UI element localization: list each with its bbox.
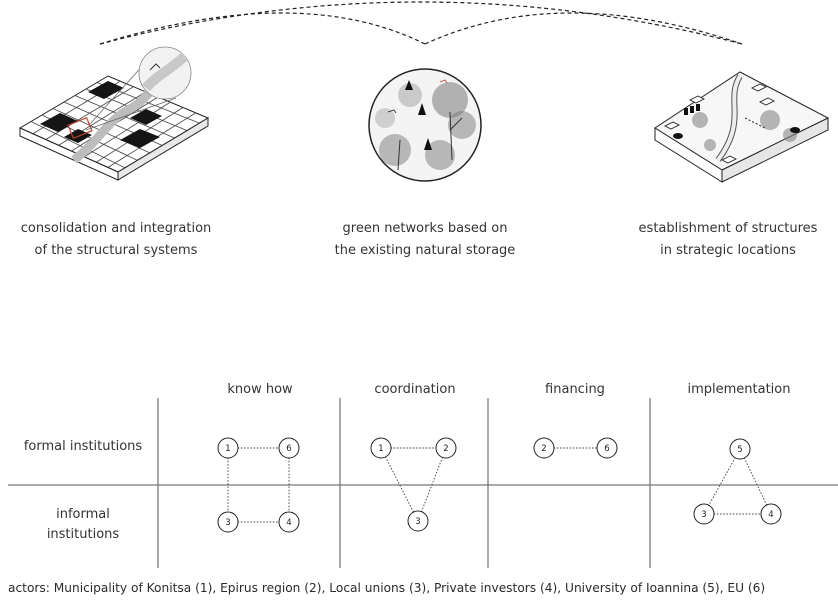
caption-line: establishment of structures xyxy=(638,221,818,236)
node-know-how-4: 4 xyxy=(278,511,300,533)
column-header-coordination: coordination xyxy=(374,382,456,397)
node-implementation-5: 5 xyxy=(729,438,751,460)
svg-text:2: 2 xyxy=(541,444,546,454)
node-know-how-1: 1 xyxy=(217,437,239,459)
caption-line: the existing natural storage xyxy=(334,243,516,258)
svg-text:5: 5 xyxy=(737,445,742,455)
node-coordination-2: 2 xyxy=(435,437,457,459)
svg-text:4: 4 xyxy=(768,510,773,520)
node-know-how-6: 6 xyxy=(278,437,300,459)
strategy-caption-structures: establishment of structures in strategic… xyxy=(618,218,838,262)
svg-text:3: 3 xyxy=(415,517,420,527)
node-financing-2: 2 xyxy=(533,437,555,459)
node-coordination-3: 3 xyxy=(407,510,429,532)
column-header-financing: financing xyxy=(545,382,605,397)
green-network-illustration xyxy=(368,68,482,182)
node-implementation-4: 4 xyxy=(760,503,782,525)
svg-text:6: 6 xyxy=(286,444,291,454)
node-financing-6: 6 xyxy=(596,437,618,459)
node-know-how-3: 3 xyxy=(217,511,239,533)
arc-center-right xyxy=(424,12,743,45)
structural-grid-illustration xyxy=(18,46,210,181)
node-coordination-1: 1 xyxy=(370,437,392,459)
caption-line: of the structural systems xyxy=(34,243,198,258)
strategic-structures-illustration xyxy=(654,71,830,183)
svg-text:6: 6 xyxy=(604,444,609,454)
svg-text:2: 2 xyxy=(443,444,448,454)
row-header-formal: formal institutions xyxy=(23,439,143,454)
highlight-marker xyxy=(67,116,93,140)
row-header-informal: informal institutions xyxy=(8,505,158,545)
caption-line: consolidation and integration xyxy=(20,221,212,236)
caption-line: green networks based on xyxy=(342,221,508,236)
svg-text:1: 1 xyxy=(378,444,383,454)
column-header-know-how: know how xyxy=(227,382,293,397)
connection-arcs xyxy=(99,1,743,45)
column-header-implementation: implementation xyxy=(687,382,791,397)
svg-text:3: 3 xyxy=(701,510,706,520)
matrix-grid xyxy=(8,398,838,568)
svg-text:1: 1 xyxy=(225,444,230,454)
svg-text:3: 3 xyxy=(225,518,230,528)
actors-legend: actors: Municipality of Konitsa (1), Epi… xyxy=(8,581,766,595)
network-nodes: 1 6 3 4 1 2 3 2 6 5 3 4 xyxy=(217,437,782,533)
caption-line: in strategic locations xyxy=(660,243,796,258)
row-header-line: institutions xyxy=(46,527,120,542)
arc-left-right xyxy=(99,1,743,45)
strategy-caption-green-networks: green networks based on the existing nat… xyxy=(310,218,540,262)
arc-left-center xyxy=(99,12,426,45)
row-header-line: informal xyxy=(56,507,110,522)
svg-text:4: 4 xyxy=(286,518,291,528)
strategy-caption-structural: consolidation and integration of the str… xyxy=(0,218,232,262)
node-implementation-3: 3 xyxy=(693,503,715,525)
